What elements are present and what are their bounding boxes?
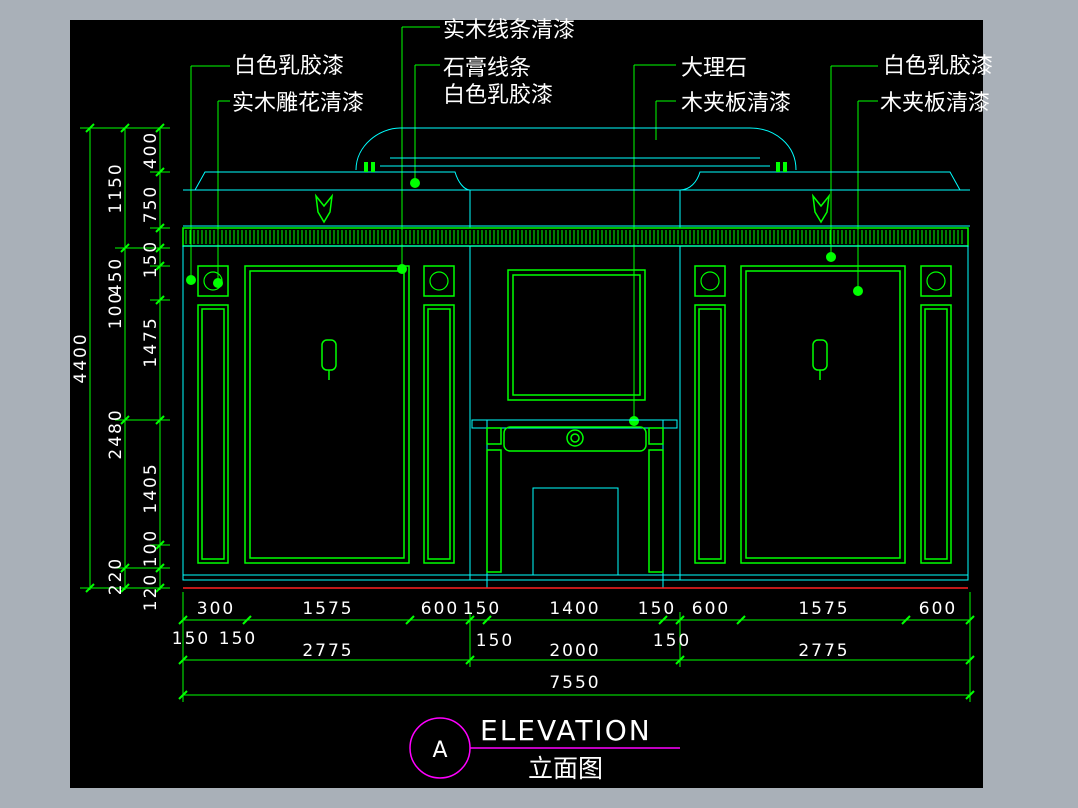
dim-inner-9: 120 bbox=[141, 573, 161, 611]
dim-inner-8: 100 bbox=[141, 529, 161, 567]
wall-frame bbox=[182, 245, 969, 588]
hdim-9: 600 bbox=[919, 599, 957, 619]
carved-ornament bbox=[314, 193, 831, 224]
label-white-latex-left: 白色乳胶漆 bbox=[234, 54, 344, 79]
hdim-3: 600 bbox=[421, 599, 459, 619]
dim-outer-3: 220 bbox=[106, 557, 126, 595]
horizontal-dim-text: 300 1575 600 150 1400 150 600 1575 600 1… bbox=[172, 599, 957, 693]
hdim-8: 1575 bbox=[798, 599, 849, 619]
hdim-row2-1: 150 bbox=[172, 629, 210, 649]
left-panels bbox=[197, 265, 455, 564]
hdim-7: 600 bbox=[692, 599, 730, 619]
hdim-2: 1575 bbox=[302, 599, 353, 619]
label-gypsum-white: 白色乳胶漆 bbox=[443, 83, 553, 108]
vertical-dim-text: 4400 1150 2480 220 400 750 150 450 100 1… bbox=[71, 131, 161, 611]
title-english: ELEVATION bbox=[480, 714, 652, 747]
dim-inner-7: 1405 bbox=[141, 462, 161, 513]
left-rosettes bbox=[203, 271, 449, 291]
fireplace-trim bbox=[486, 426, 664, 573]
label-gypsum-line: 石膏线条 bbox=[443, 56, 531, 81]
dim-inner-6: 1475 bbox=[141, 316, 161, 367]
right-rosettes bbox=[700, 271, 946, 291]
title-chinese: 立面图 bbox=[528, 754, 603, 783]
hdim-row2-3: 150 bbox=[476, 631, 514, 651]
hdim-row3-3: 2775 bbox=[798, 641, 849, 661]
dim-inner-2: 750 bbox=[141, 185, 161, 223]
label-marble: 大理石 bbox=[681, 56, 747, 81]
hdim-row2-4: 150 bbox=[653, 631, 691, 651]
title-circle-letter: A bbox=[432, 738, 447, 763]
left-sconce bbox=[321, 339, 337, 380]
horizontal-ticks bbox=[178, 615, 975, 700]
label-white-latex-right: 白色乳胶漆 bbox=[883, 54, 993, 79]
dim-inner-3: 150 bbox=[141, 240, 161, 278]
hdim-1: 300 bbox=[197, 599, 235, 619]
leader-dots bbox=[186, 178, 863, 426]
center-mirror bbox=[507, 269, 646, 401]
dim-inner-1: 400 bbox=[141, 131, 161, 169]
label-solid-wood-line: 实木线条清漆 bbox=[443, 18, 575, 43]
hdim-row2-2: 150 bbox=[219, 629, 257, 649]
right-sconce bbox=[812, 339, 828, 380]
fireplace bbox=[471, 419, 678, 576]
hdim-total: 7550 bbox=[549, 673, 600, 693]
hdim-row3-2: 2000 bbox=[549, 641, 600, 661]
hdim-6: 150 bbox=[638, 599, 676, 619]
label-plywood-right: 木夹板清漆 bbox=[880, 91, 990, 116]
vertical-ticks bbox=[85, 123, 165, 593]
hdim-row3-1: 2775 bbox=[302, 641, 353, 661]
cornice-hatch bbox=[185, 230, 963, 244]
ceiling-ornaments bbox=[364, 162, 787, 172]
ceiling-profile bbox=[183, 127, 970, 228]
dim-inner-4: 450 bbox=[106, 257, 126, 295]
dim-outer-1: 1150 bbox=[106, 162, 126, 213]
dim-inner-5: 100 bbox=[106, 291, 126, 329]
hdim-4: 150 bbox=[463, 599, 501, 619]
label-carved-wood: 实木雕花清漆 bbox=[232, 91, 364, 116]
right-panels bbox=[694, 265, 952, 564]
hdim-5: 1400 bbox=[549, 599, 600, 619]
dim-outer-2: 2480 bbox=[106, 408, 126, 459]
label-plywood-center: 木夹板清漆 bbox=[681, 91, 791, 116]
dim-total-height: 4400 bbox=[71, 332, 91, 383]
